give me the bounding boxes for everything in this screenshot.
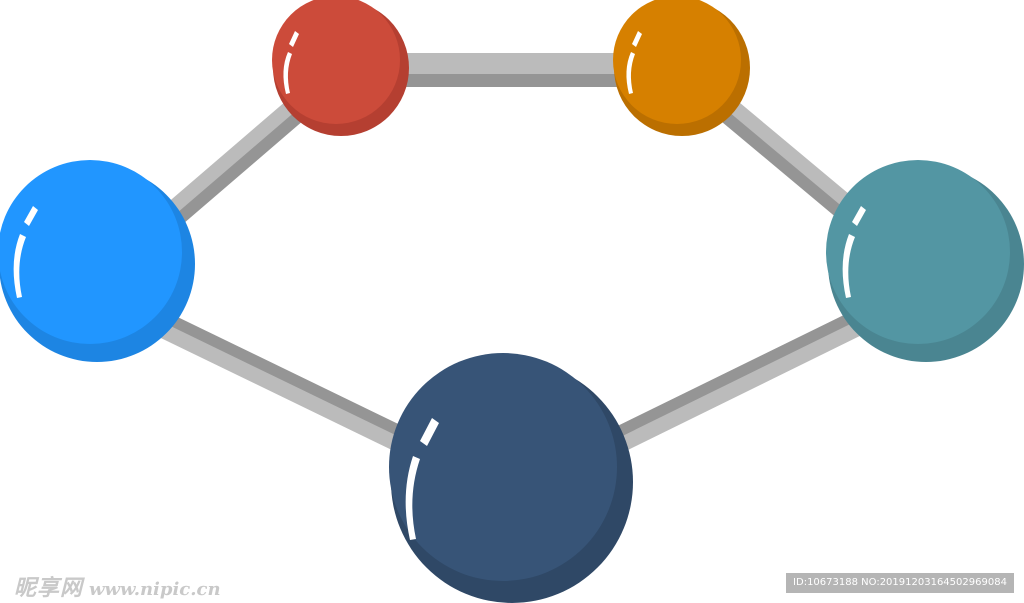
atom-teal [826,160,1024,362]
image-id-badge: ID:10673188 NO:20191203164502969084 [786,573,1014,593]
watermark-brand: 昵享网 [14,575,84,601]
atom-navy [389,353,633,603]
bond-red-orange [400,53,620,87]
bond-blue-red [164,86,318,225]
atom-blue [0,160,195,362]
atom-orange [613,0,750,136]
watermark-logo: 昵享网 www.nipic.cn [14,570,221,601]
bond-orange-teal [704,85,863,225]
atom-red [272,0,409,136]
watermark-url: www.nipic.cn [89,579,221,600]
